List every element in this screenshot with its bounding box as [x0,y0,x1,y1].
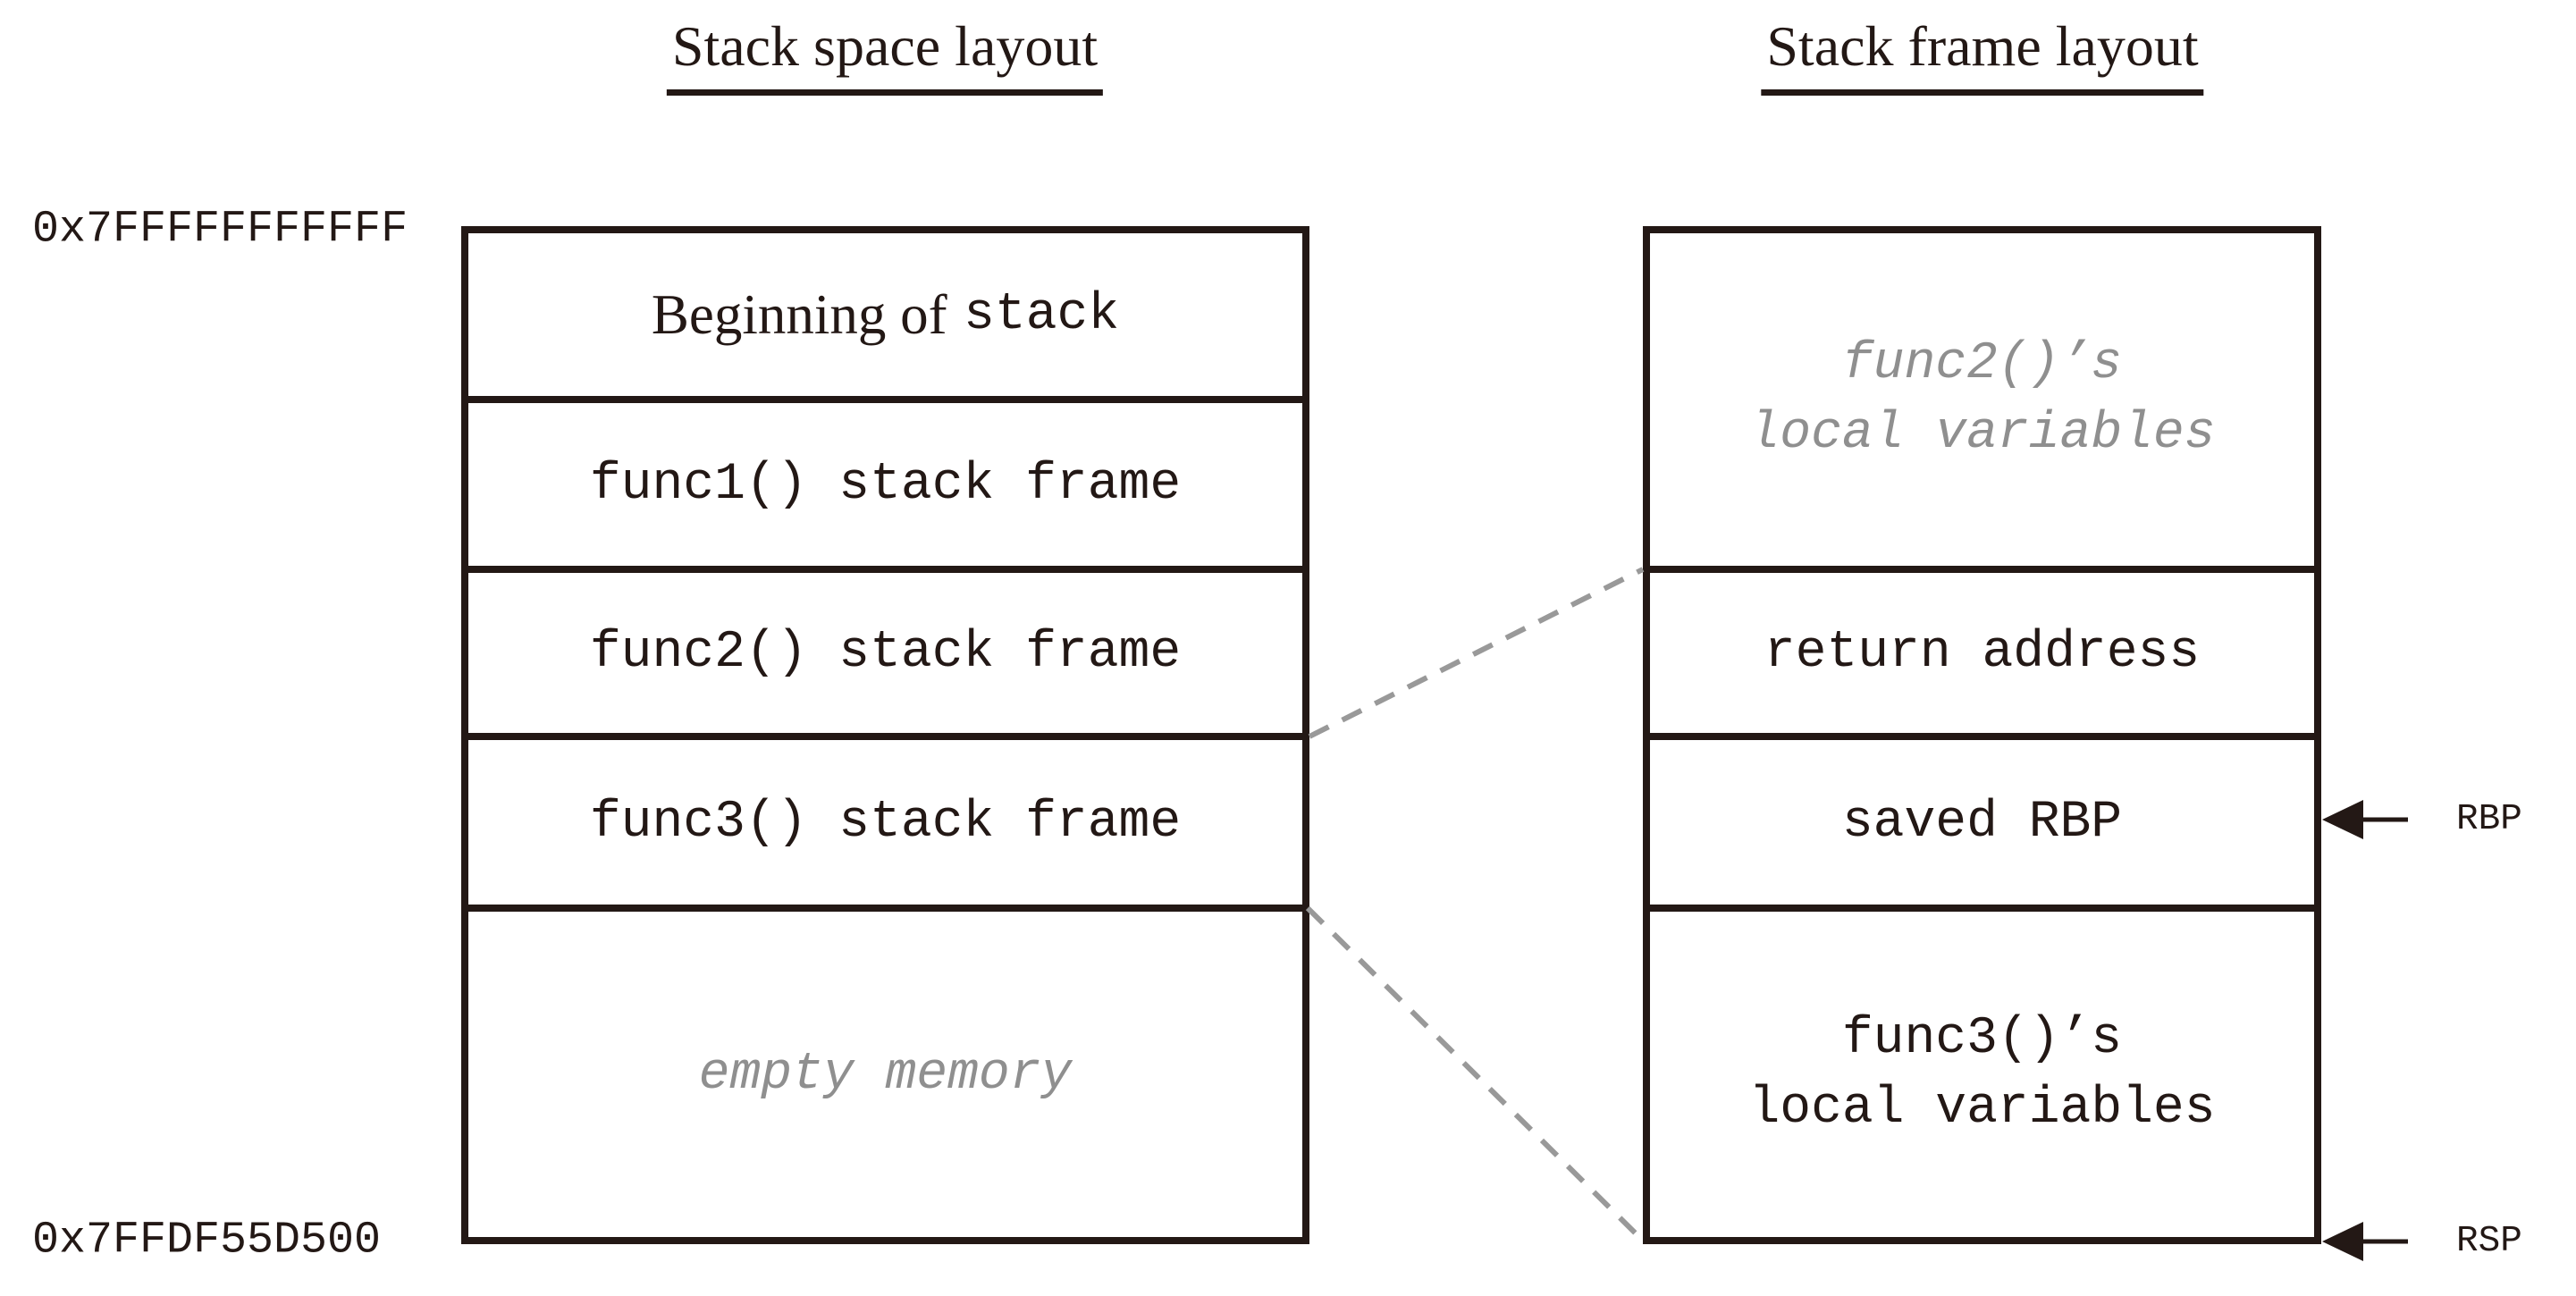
func3-locals-line1: func3()’s [1841,1010,2123,1069]
dashed-connector-bottom [1305,905,1646,1243]
stack-space-box: Beginning of stack func1() stack frame fu… [461,226,1309,1244]
cell-func1-stack-frame: func1() stack frame [468,396,1302,566]
stack-code-text: stack [964,285,1120,344]
func2-locals-line1: func2()’s [1841,335,2123,394]
cell-func2-stack-frame: func2() stack frame [468,566,1302,733]
rsp-arrow [2322,1222,2408,1261]
cell-func3-stack-frame: func3() stack frame [468,733,1302,905]
address-top-label: 0x7FFFFFFFFFFF [32,204,408,256]
rbp-arrow [2322,800,2408,839]
stack-frame-box: func2()’s local variables return address… [1643,226,2321,1244]
cell-saved-rbp: saved RBP [1650,733,2314,905]
dashed-connector-top [1308,567,1645,739]
stack-space-title: Stack space layout [666,11,1104,96]
address-bottom-label: 0x7FFDF55D500 [32,1215,382,1267]
cell-func3-local-variables: func3()’s local variables [1650,905,2314,1237]
func2-locals-line2: local variables [1748,405,2216,463]
rsp-register-label: RSP [2456,1221,2522,1262]
beginning-of-text: Beginning of [651,282,947,346]
rbp-register-label: RBP [2456,799,2522,840]
cell-func2-local-variables: func2()’s local variables [1650,233,2314,566]
cell-empty-memory: empty memory [468,905,1302,1237]
cell-return-address: return address [1650,566,2314,733]
stack-frame-title: Stack frame layout [1761,11,2204,96]
cell-beginning-of-stack: Beginning of stack [468,233,1302,396]
func3-locals-line2: local variables [1748,1080,2216,1138]
